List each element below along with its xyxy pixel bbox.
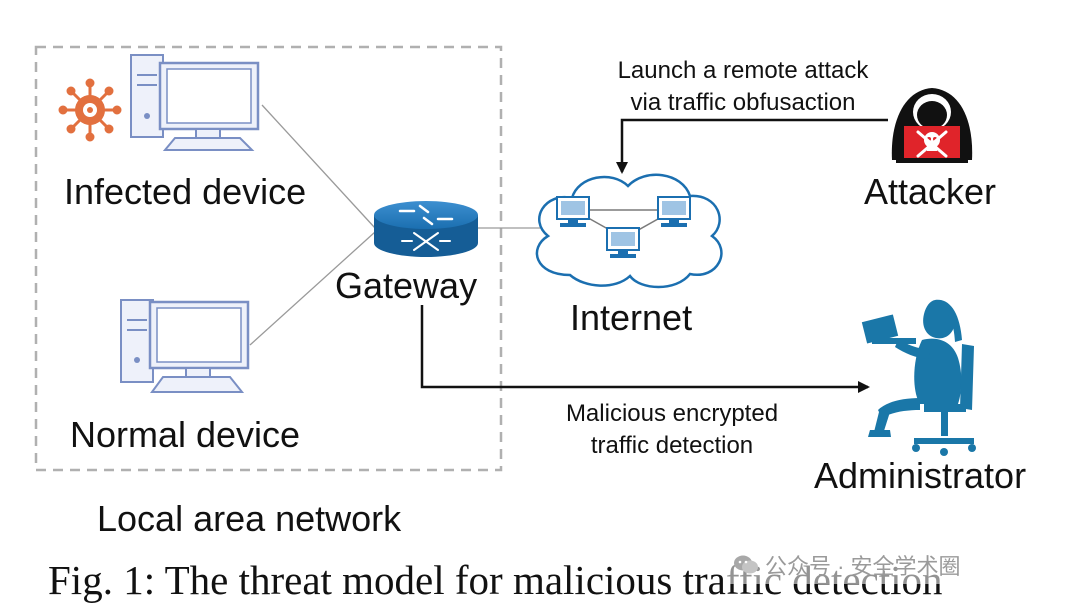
normal-computer-icon	[120, 299, 250, 393]
watermark-text: 公众号 · 安全学术圈	[765, 554, 961, 580]
detection-annotation-line-1: Malicious encrypted	[565, 400, 779, 427]
attack-arrow	[616, 118, 888, 174]
administrator-icon	[861, 299, 976, 456]
internet-node-left	[556, 196, 590, 227]
internet-cloud-icon	[535, 173, 723, 289]
administrator-label: Administrator	[814, 455, 1027, 496]
attacker-hacker-icon	[891, 88, 973, 163]
wechat-icon	[733, 554, 759, 582]
virus-icon	[58, 78, 122, 142]
infected-to-gateway-link	[261, 104, 376, 229]
internet-node-right	[657, 196, 691, 227]
attack-annotation: Launch a remote attack via traffic obfus…	[590, 55, 896, 119]
gateway-label: Gateway	[335, 265, 478, 306]
detection-arrow	[420, 305, 870, 393]
detection-annotation: Malicious encrypted traffic detection	[540, 398, 804, 462]
attack-annotation-line-1: Launch a remote attack	[617, 57, 869, 84]
attacker-label: Attacker	[864, 171, 997, 212]
internet-node-bottom	[606, 227, 640, 258]
attack-annotation-line-2: via traffic obfusaction	[630, 89, 856, 116]
lan-boundary	[34, 45, 503, 472]
internet-label: Internet	[570, 297, 693, 338]
normal-to-gateway-link	[249, 231, 376, 346]
normal-device-label: Normal device	[70, 414, 301, 455]
local-area-network-label: Local area network	[97, 498, 402, 539]
infected-device-label: Infected device	[64, 171, 307, 212]
detection-annotation-line-2: traffic detection	[590, 432, 754, 459]
infected-computer-icon	[130, 54, 260, 151]
watermark: 公众号 · 安全学术圈	[727, 552, 967, 585]
gateway-router-icon	[374, 201, 478, 257]
